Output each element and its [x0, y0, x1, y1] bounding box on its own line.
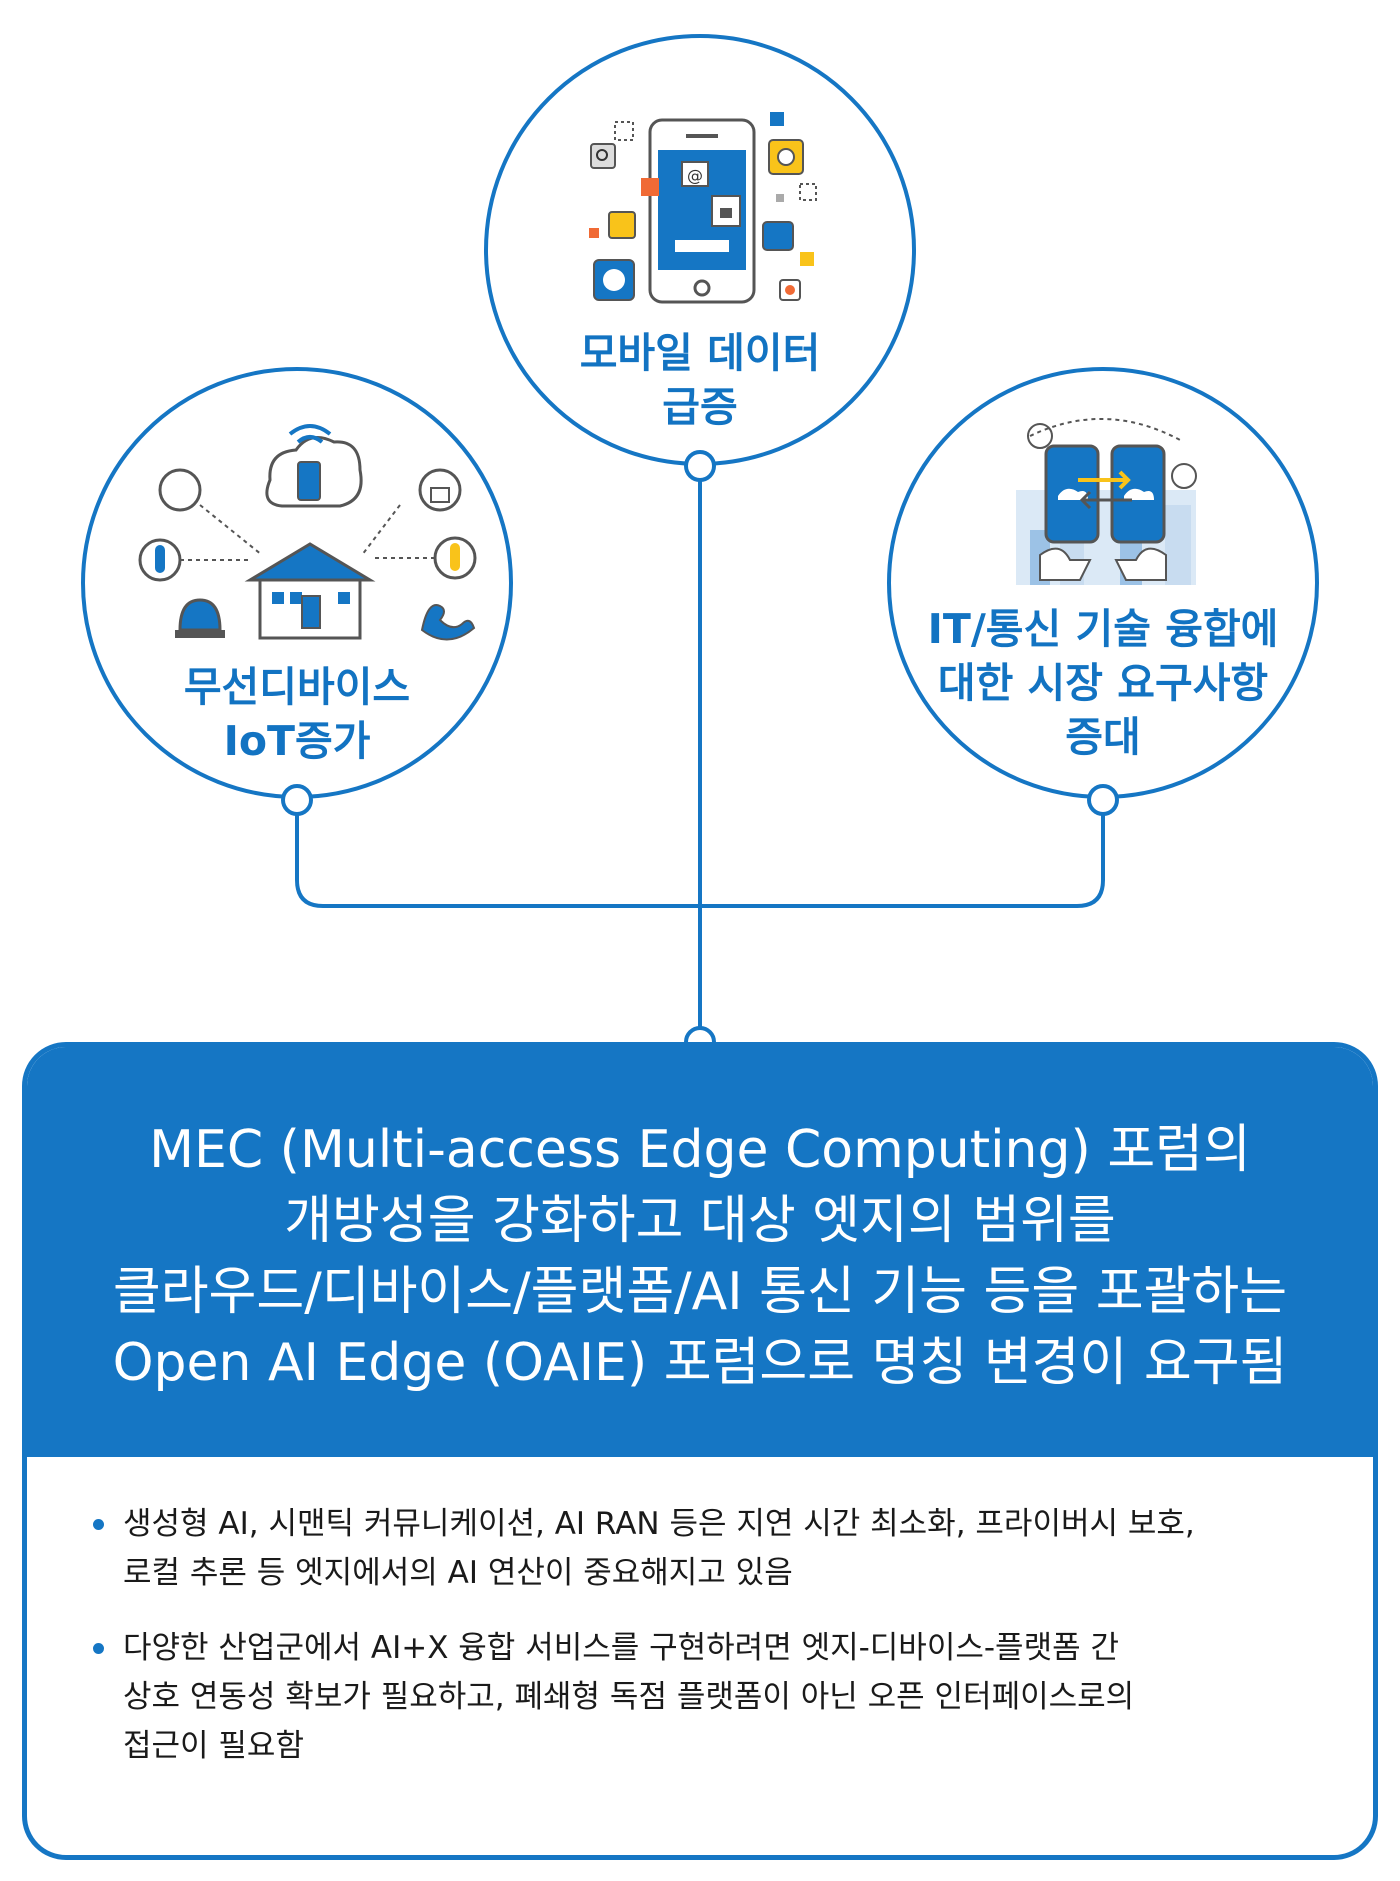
- bullet-dot-icon: [93, 1643, 104, 1654]
- convergence-label-line-1: IT/통신 기술 융합에: [927, 605, 1279, 653]
- bullet-item: 생성형 AI, 시맨틱 커뮤니케이션, AI RAN 등은 지연 시간 최소화,…: [91, 1500, 1333, 1598]
- main-title-line-3: 클라우드/디바이스/플랫폼/AI 통신 기능 등을 포괄하는: [112, 1262, 1288, 1322]
- bullet-list: 생성형 AI, 시맨틱 커뮤니케이션, AI RAN 등은 지연 시간 최소화,…: [91, 1500, 1333, 1797]
- bullet-2-line-1: 다양한 산업군에서 AI+X 융합 서비스를 구현하려면 엣지-디바이스-플랫폼…: [123, 1630, 1119, 1666]
- node-dot-iot: [281, 784, 313, 816]
- main-title-line-2: 개방성을 강화하고 대상 엣지의 범위를: [284, 1191, 1116, 1251]
- connector-line-sides: [295, 800, 1105, 908]
- convergence-circle-label: IT/통신 기술 융합에 대한 시장 요구사항 증대: [913, 602, 1293, 764]
- bullet-1-line-1: 생성형 AI, 시맨틱 커뮤니케이션, AI RAN 등은 지연 시간 최소화,…: [123, 1506, 1195, 1542]
- main-box: MEC (Multi-access Edge Computing) 포럼의 개방…: [22, 1042, 1378, 1860]
- convergence-label-line-2: 대한 시장 요구사항: [937, 659, 1269, 707]
- main-box-header: MEC (Multi-access Edge Computing) 포럼의 개방…: [27, 1047, 1373, 1457]
- bullet-dot-icon: [93, 1519, 104, 1530]
- mobile-circle-label: 모바일 데이터 급증: [520, 326, 880, 434]
- mobile-label-line-1: 모바일 데이터: [579, 329, 821, 377]
- iot-label-line-2: IoT증가: [223, 717, 371, 765]
- smart-home-iot-icon: [138, 424, 477, 641]
- svg-text:@: @: [687, 166, 703, 185]
- node-dot-mobile: [684, 450, 716, 482]
- node-dot-convergence: [1087, 784, 1119, 816]
- main-title: MEC (Multi-access Edge Computing) 포럼의 개방…: [27, 1115, 1373, 1399]
- iot-circle-label: 무선디바이스 IoT증가: [117, 660, 477, 768]
- convergence-label-line-3: 증대: [1065, 713, 1141, 761]
- iot-label-line-1: 무선디바이스: [183, 663, 411, 711]
- smartphone-apps-icon: @: [589, 112, 817, 304]
- main-title-line-1: MEC (Multi-access Edge Computing) 포럼의: [149, 1120, 1251, 1180]
- main-title-line-4: Open AI Edge (OAIE) 포럼으로 명칭 변경이 요구됨: [112, 1333, 1288, 1393]
- mobile-label-line-2: 급증: [662, 383, 738, 431]
- bullet-item: 다양한 산업군에서 AI+X 융합 서비스를 구현하려면 엣지-디바이스-플랫폼…: [91, 1624, 1333, 1771]
- phone-exchange-city-icon: [1016, 417, 1197, 585]
- bullet-2-line-2: 상호 연동성 확보가 필요하고, 폐쇄형 독점 플랫폼이 아닌 오픈 인터페이스…: [123, 1679, 1135, 1715]
- bullet-2-line-3: 접근이 필요함: [123, 1728, 304, 1764]
- bullet-1-line-2: 로컬 추론 등 엣지에서의 AI 연산이 중요해지고 있음: [123, 1555, 793, 1591]
